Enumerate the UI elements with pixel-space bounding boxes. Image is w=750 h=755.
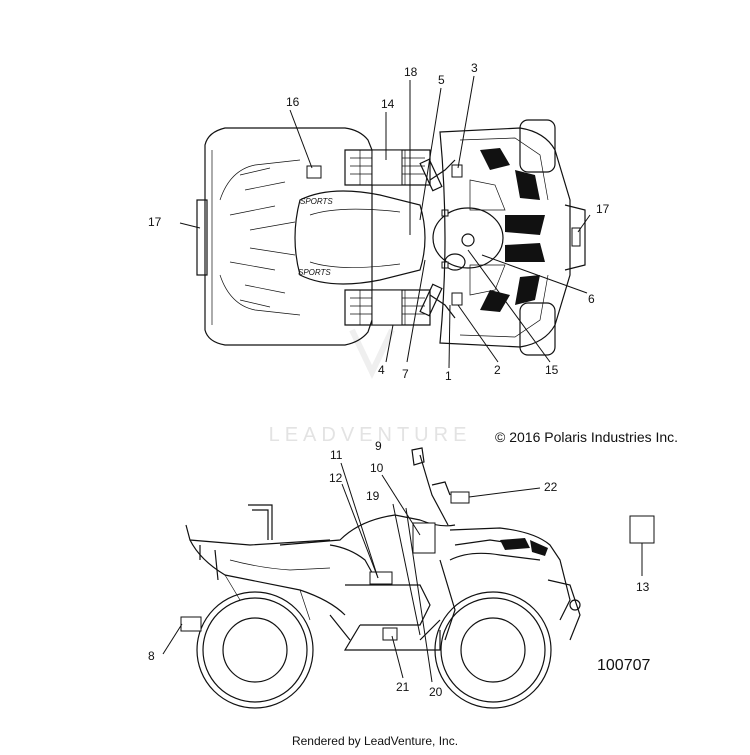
watermark-logo <box>349 328 395 379</box>
callout-20: 20 <box>429 685 443 699</box>
callout-9: 9 <box>375 439 382 453</box>
callout-4: 4 <box>378 363 385 377</box>
diagram-id: 100707 <box>597 657 650 674</box>
callout-12: 12 <box>329 471 343 485</box>
callout-13: 13 <box>636 580 650 594</box>
atv-top-view: SPORTS SPORTS <box>196 119 586 356</box>
callout-5: 5 <box>438 73 445 87</box>
callout-3: 3 <box>471 61 478 75</box>
callout-1: 1 <box>445 369 452 383</box>
callout-8: 8 <box>148 649 155 663</box>
callout-21: 21 <box>396 680 410 694</box>
callout-10: 10 <box>370 461 384 475</box>
callout-18: 18 <box>404 65 418 79</box>
callout-6: 6 <box>588 292 595 306</box>
callout-17-front: 17 <box>596 202 610 216</box>
callout-15: 15 <box>545 363 559 377</box>
svg-text:SPORTS: SPORTS <box>298 268 331 277</box>
top-view-leaders <box>179 75 591 369</box>
svg-text:SPORTS: SPORTS <box>300 197 333 206</box>
callout-11: 11 <box>330 448 343 462</box>
callout-2: 2 <box>494 363 501 377</box>
callout-19: 19 <box>366 489 380 503</box>
watermark-text: LEADVENTURE <box>269 424 472 446</box>
callout-labels: 16 14 18 5 3 17 17 6 15 2 1 7 4 11 9 10 … <box>148 61 650 699</box>
decal-13-standalone <box>629 515 655 576</box>
callout-22: 22 <box>544 480 558 494</box>
callout-16: 16 <box>286 95 300 109</box>
callout-7: 7 <box>402 367 409 381</box>
copyright-text: © 2016 Polaris Industries Inc. <box>495 429 678 445</box>
side-view-leaders <box>162 462 541 683</box>
callout-17-rear: 17 <box>148 215 162 229</box>
footer-text: Rendered by LeadVenture, Inc. <box>292 734 458 748</box>
atv-side-view <box>180 447 581 709</box>
callout-14: 14 <box>381 97 395 111</box>
